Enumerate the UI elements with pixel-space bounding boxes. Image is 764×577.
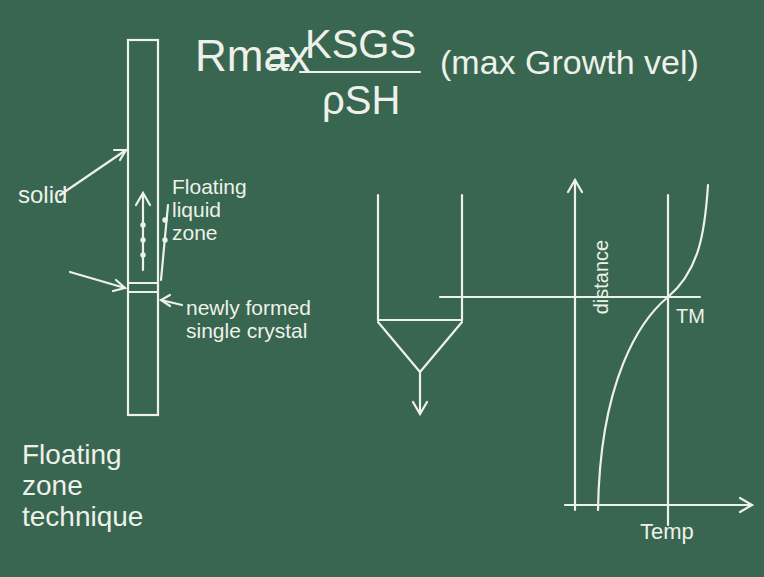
formula-term: Rmax [195, 32, 310, 80]
part-label: Floating liquid zone [172, 175, 267, 244]
arrow-head [113, 280, 125, 291]
zone-boundary [128, 291, 158, 293]
fraction-bar [300, 71, 420, 73]
leader-line [60, 150, 126, 195]
arrow-head [413, 402, 427, 414]
caption-note: Floating zone technique [22, 440, 182, 532]
crucible-tip [378, 322, 462, 372]
formula-sign: = [268, 38, 291, 82]
formula-denominator: ρSH [322, 78, 400, 122]
x-axis [565, 504, 752, 506]
motion-arrow [142, 195, 144, 270]
axis-label: distance [590, 240, 612, 315]
interface-line [440, 296, 700, 298]
dot [141, 253, 144, 256]
motion-arrow [419, 372, 421, 412]
zone-boundary [128, 282, 158, 284]
crucible-wall [461, 195, 463, 320]
arrow-head [161, 295, 170, 306]
annotation: (max Growth vel) [440, 44, 699, 81]
arrow-head [136, 193, 150, 205]
arrow-head [568, 180, 582, 192]
part-label: newly formed single crystal [186, 296, 326, 342]
temperature-curve [598, 185, 708, 510]
crucible-wall [377, 195, 379, 320]
arrow-head [114, 150, 126, 160]
part-label: solid [18, 182, 67, 208]
rod [128, 40, 158, 415]
dot [141, 238, 144, 241]
leader-line [161, 205, 168, 280]
arrow-head [740, 498, 752, 512]
formula-numerator: KSGS [305, 22, 416, 66]
dot [141, 223, 144, 226]
point-label: TM [676, 305, 705, 327]
axis-label: Temp [640, 520, 694, 544]
melting-line [667, 195, 669, 525]
crucible-wall [378, 319, 462, 321]
y-axis [574, 180, 576, 510]
